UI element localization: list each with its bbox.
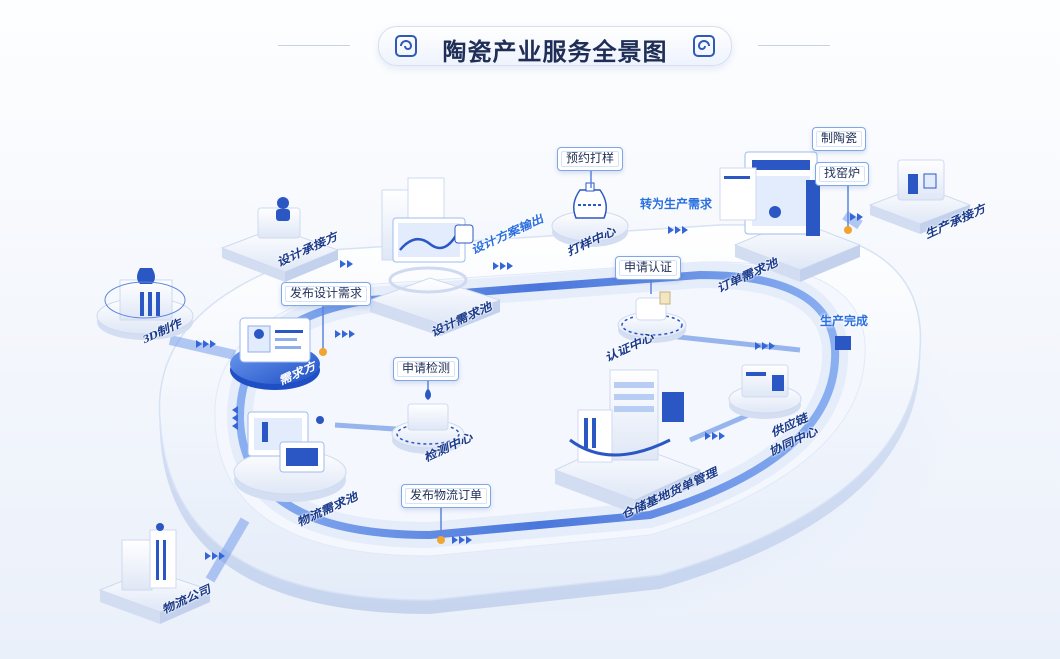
- warehouse-station: [553, 369, 702, 514]
- logistics-company-station: [98, 523, 212, 624]
- pin-book-sample[interactable]: 预约打样: [557, 147, 624, 171]
- pin-publish-design[interactable]: 发布设计需求: [281, 282, 372, 306]
- title-banner: 陶瓷产业服务全景图: [0, 22, 1060, 68]
- title-divider-left: [278, 45, 350, 46]
- sample-center-station: [551, 182, 629, 247]
- cert-center-station: [617, 291, 687, 343]
- production-recipient-station: [868, 159, 972, 234]
- supply-chain-station: [728, 336, 851, 419]
- demand-side-station: [230, 317, 320, 390]
- order-pool-station: [719, 151, 862, 282]
- flow-arrows: [196, 213, 863, 560]
- title-divider-right: [758, 45, 830, 46]
- flow-production-done: 生产完成: [820, 314, 869, 328]
- pin-make-ceramic[interactable]: 制陶瓷: [812, 127, 867, 151]
- pin-markers: [319, 168, 852, 544]
- inspection-center-station: [391, 388, 465, 454]
- pin-find-kiln[interactable]: 找窑炉: [815, 162, 870, 186]
- design-pool-station: [368, 177, 502, 336]
- title-plaque: 陶瓷产业服务全景图: [378, 26, 732, 66]
- 3d-studio-station: [96, 268, 194, 340]
- pin-publish-logistics[interactable]: 发布物流订单: [401, 484, 492, 508]
- pin-apply-inspection[interactable]: 申请检测: [393, 357, 460, 381]
- design-recipient-station: [220, 197, 340, 282]
- flow-to-production: 转为生产需求: [640, 197, 713, 211]
- pin-apply-cert[interactable]: 申请认证: [615, 256, 682, 280]
- cloud-ornament-icon: [395, 35, 417, 57]
- page-title: 陶瓷产业服务全景图: [442, 40, 668, 66]
- logistics-pool-station: [233, 411, 347, 502]
- cloud-ornament-icon: [693, 35, 715, 57]
